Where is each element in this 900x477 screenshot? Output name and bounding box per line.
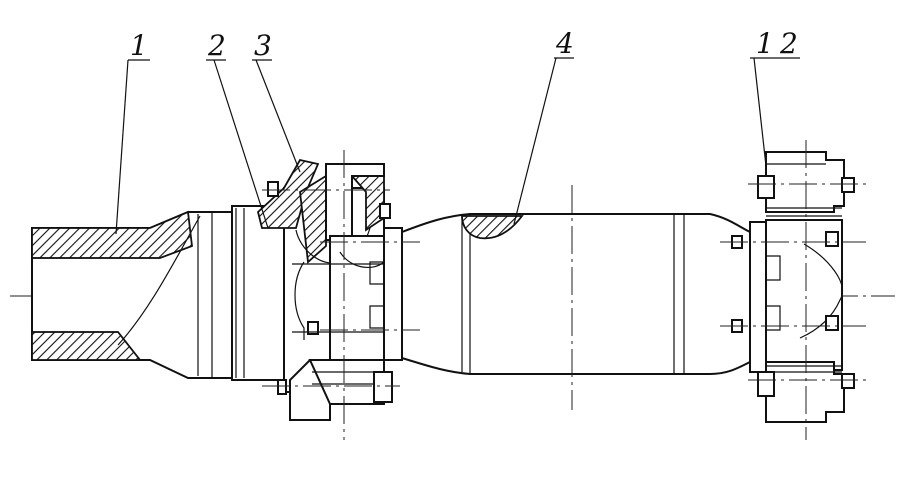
callout-1: 1 — [130, 29, 148, 62]
callout-4: 4 — [555, 27, 574, 60]
left-end-fitting — [31, 210, 233, 379]
callout-2: 2 — [207, 29, 226, 62]
callout-1-right: 1 — [756, 27, 774, 60]
sealing-nipple — [256, 158, 391, 264]
left-body — [231, 205, 291, 381]
central-tube — [401, 213, 751, 375]
right-clamp-bottom — [757, 361, 855, 423]
right-clamp-top — [757, 151, 855, 217]
leader-lines — [115, 57, 800, 235]
callout-3: 3 — [254, 29, 272, 62]
callout-2-right: 2 — [779, 27, 798, 60]
